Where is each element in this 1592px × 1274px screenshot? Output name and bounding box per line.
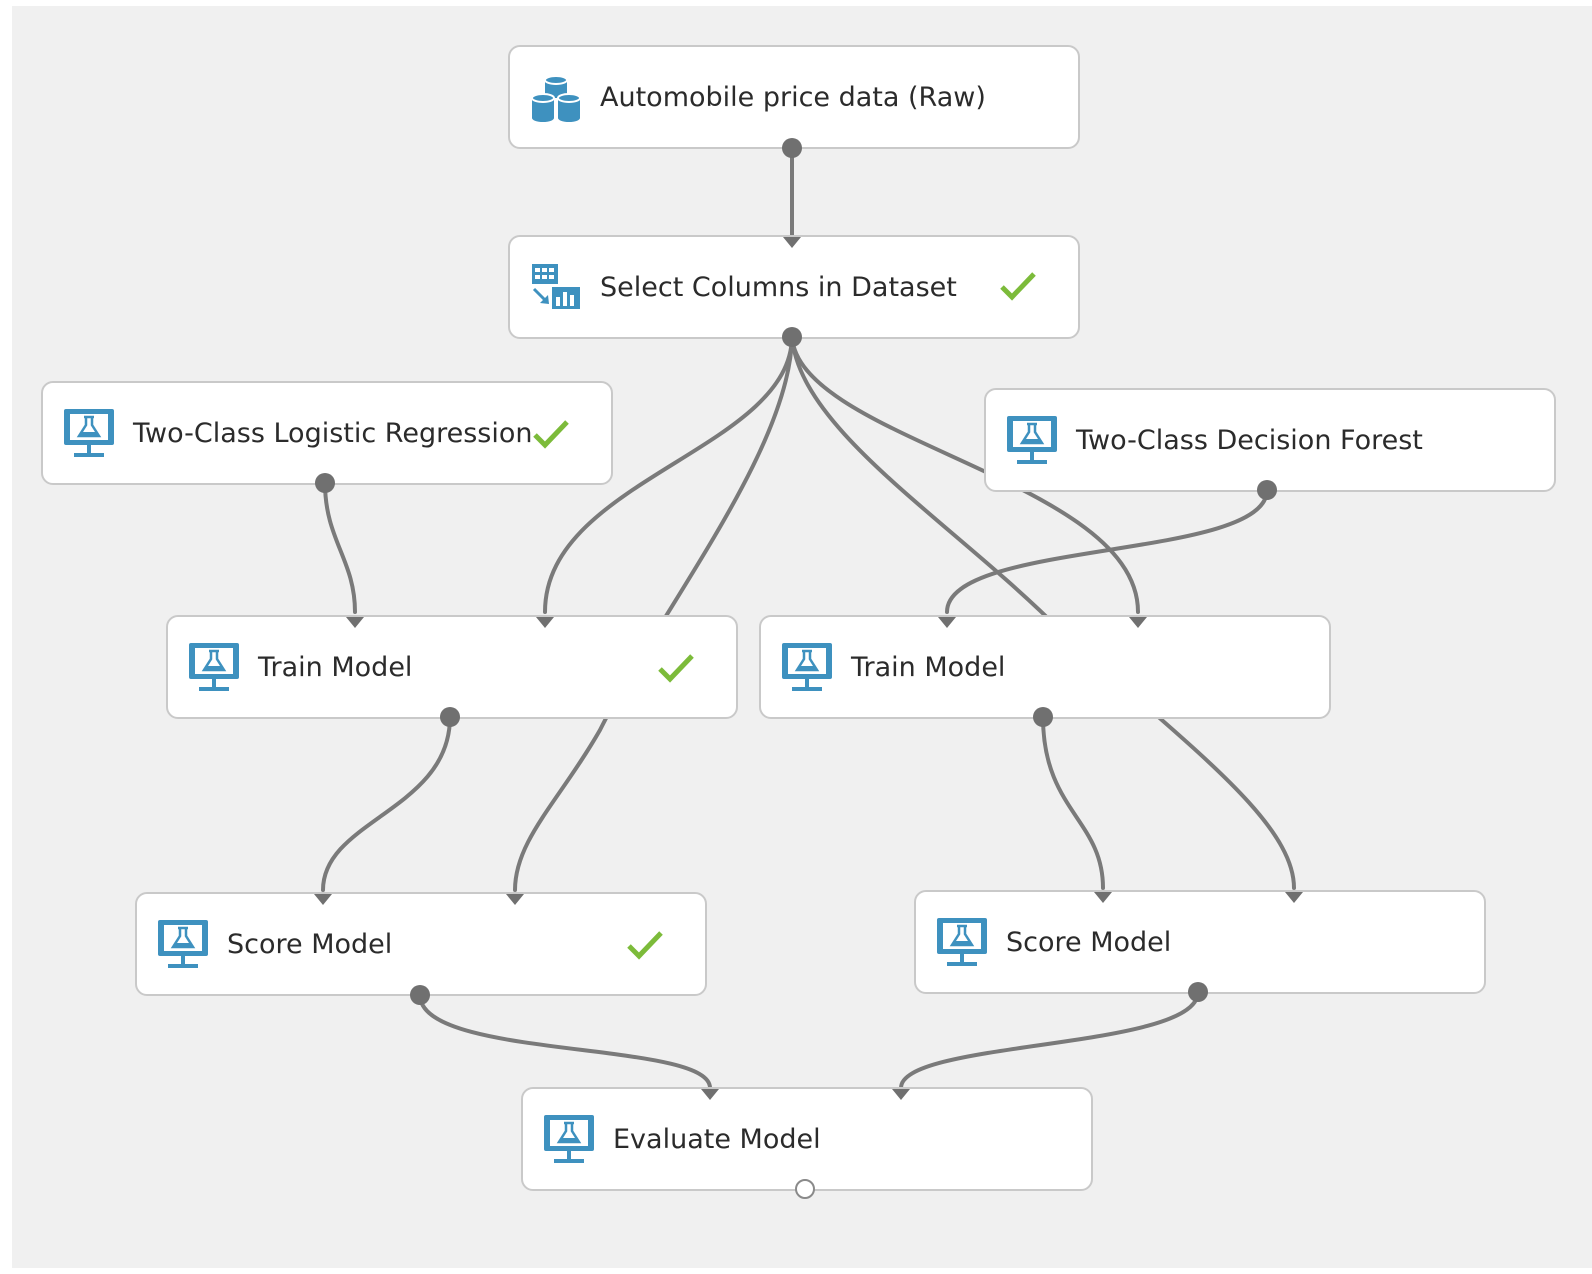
output-port[interactable] [440, 707, 460, 727]
input-port[interactable] [506, 894, 524, 905]
checkmark-icon [627, 931, 663, 960]
input-port[interactable] [701, 1089, 719, 1100]
module-label: Select Columns in Dataset [600, 271, 957, 303]
module-label: Two-Class Logistic Regression [133, 417, 533, 449]
flask-monitor-icon [155, 916, 211, 972]
module-label: Score Model [227, 928, 393, 960]
module-label: Evaluate Model [613, 1123, 821, 1155]
module-score-model-left[interactable]: Score Model [135, 892, 707, 996]
module-label: Two-Class Decision Forest [1076, 424, 1423, 456]
checkmark-icon [658, 654, 694, 683]
module-label: Automobile price data (Raw) [600, 81, 986, 113]
input-port[interactable] [892, 1089, 910, 1100]
output-port[interactable] [1033, 707, 1053, 727]
output-port[interactable] [782, 327, 802, 347]
output-port[interactable] [1188, 982, 1208, 1002]
database-icon [528, 69, 584, 125]
input-port[interactable] [346, 617, 364, 628]
module-label: Train Model [258, 651, 413, 683]
input-port[interactable] [536, 617, 554, 628]
input-port[interactable] [1094, 892, 1112, 903]
select-columns-icon [528, 259, 584, 315]
output-port-empty[interactable] [795, 1179, 815, 1199]
module-label: Train Model [851, 651, 1006, 683]
checkmark-icon [533, 420, 569, 449]
output-port[interactable] [410, 985, 430, 1005]
flask-monitor-icon [1004, 412, 1060, 468]
module-score-model-right[interactable]: Score Model [914, 890, 1486, 994]
module-two-class-decision-forest[interactable]: Two-Class Decision Forest [984, 388, 1556, 492]
flask-monitor-icon [934, 914, 990, 970]
input-port[interactable] [1285, 892, 1303, 903]
input-port[interactable] [938, 617, 956, 628]
module-two-class-logistic-regression[interactable]: Two-Class Logistic Regression [41, 381, 613, 485]
output-port[interactable] [782, 138, 802, 158]
module-label: Score Model [1006, 926, 1172, 958]
checkmark-icon [1000, 272, 1036, 301]
module-evaluate-model[interactable]: Evaluate Model [521, 1087, 1093, 1191]
module-select-columns[interactable]: Select Columns in Dataset [508, 235, 1080, 339]
input-port[interactable] [1129, 617, 1147, 628]
module-train-model-left[interactable]: Train Model [166, 615, 738, 719]
output-port[interactable] [1257, 480, 1277, 500]
flask-monitor-icon [779, 639, 835, 695]
flask-monitor-icon [61, 405, 117, 461]
module-train-model-right[interactable]: Train Model [759, 615, 1331, 719]
input-port[interactable] [783, 237, 801, 248]
input-port[interactable] [314, 894, 332, 905]
flask-monitor-icon [186, 639, 242, 695]
flask-monitor-icon [541, 1111, 597, 1167]
output-port[interactable] [315, 473, 335, 493]
module-automobile-price-data[interactable]: Automobile price data (Raw) [508, 45, 1080, 149]
